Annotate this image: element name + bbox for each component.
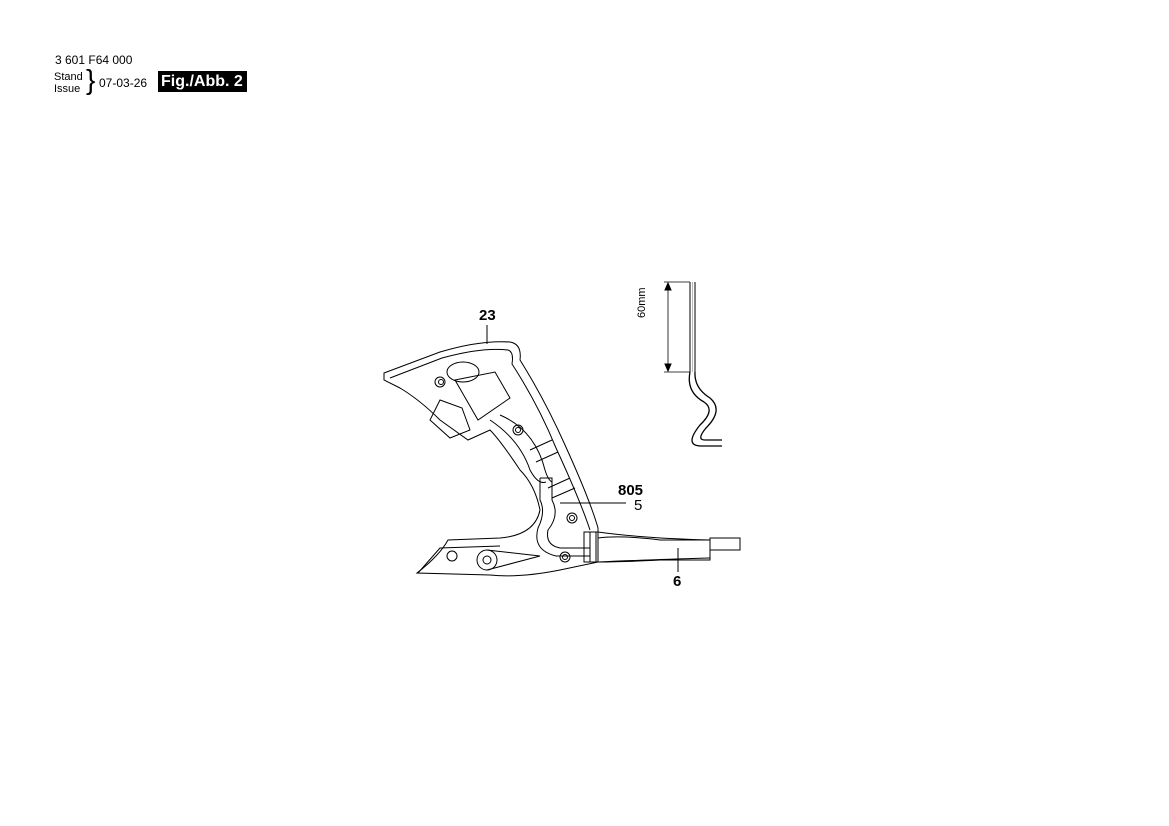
stand-label: Stand	[54, 71, 83, 83]
callout-6: 6	[673, 573, 682, 590]
figure-label: Fig./Abb. 2	[158, 71, 247, 92]
issue-label: Issue	[54, 83, 81, 95]
dimension-60mm: 60mm	[636, 287, 648, 318]
callout-5: 5	[634, 497, 643, 514]
brace-glyph: }	[86, 64, 96, 95]
callout-805: 805	[618, 482, 644, 499]
tool-handle-housing	[383, 341, 741, 577]
issue-date: 07-03-26	[99, 76, 148, 90]
callout-23: 23	[479, 307, 496, 324]
stand-issue-label: Stand Issue	[54, 71, 83, 95]
part-number: 3 601 F64 000	[55, 53, 133, 67]
wire-detail	[664, 281, 722, 447]
